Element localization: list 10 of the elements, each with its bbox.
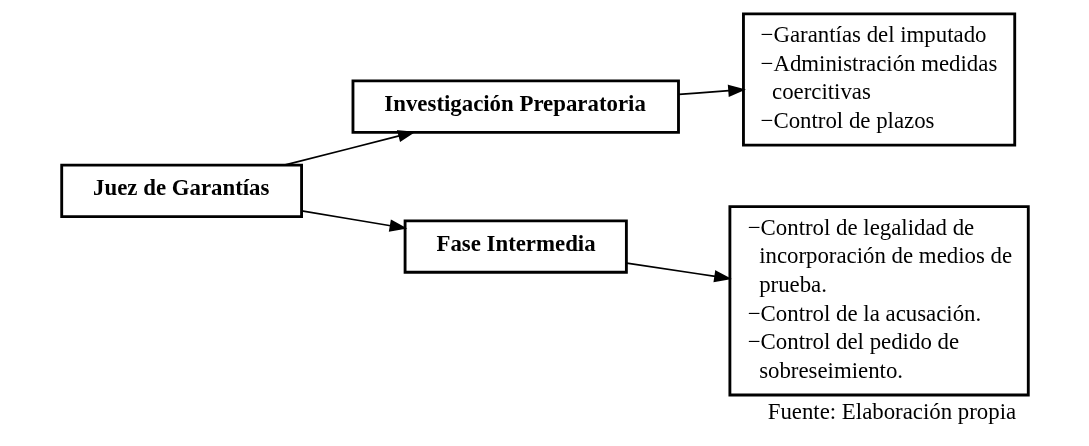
arrow [300, 209, 407, 232]
arrow [282, 130, 416, 166]
node-box: −Garantías del imputado −Administración medidas coercitivas −Control de plazos [741, 12, 1016, 147]
node-box: Fase Intermedia [403, 219, 628, 274]
node-box: Juez de Garantías [59, 163, 303, 218]
arrow [625, 262, 732, 283]
caption: Fuente: Elaboración propia [767, 399, 1016, 425]
node-box: −Control de legalidad de incorporación de medios de prueba. −Control de la acusación. −Control del pedido de sobreseimiento. [727, 205, 1030, 397]
arrow [677, 84, 746, 97]
node-box: Investigación Preparatoria [351, 79, 680, 134]
